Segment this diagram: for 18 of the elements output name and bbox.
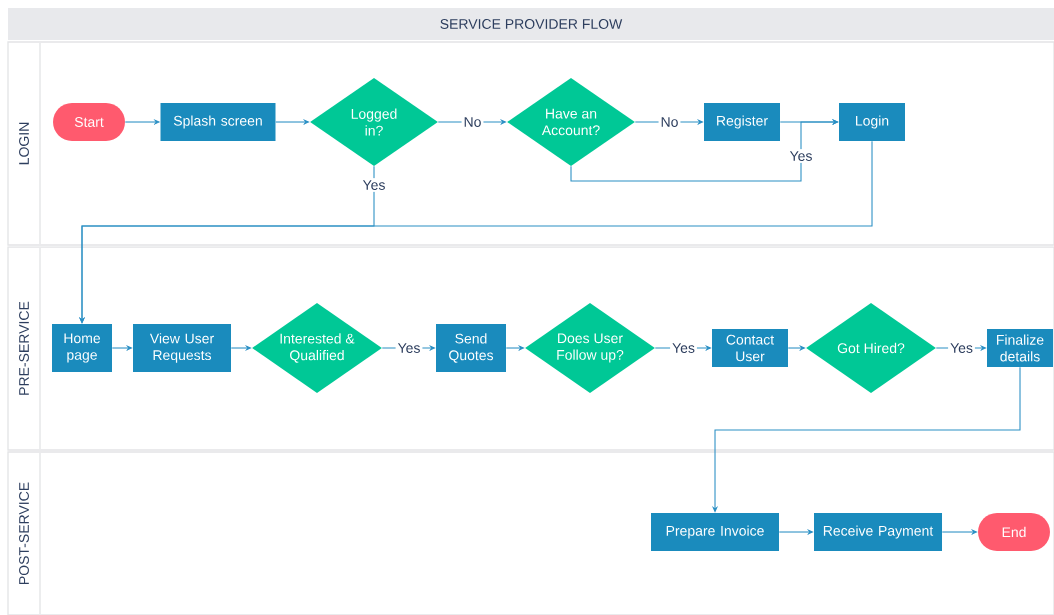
edge-label: Yes — [787, 149, 815, 163]
edge-label: Yes — [670, 341, 697, 355]
edge-label: Yes — [948, 341, 975, 355]
process-box: Finalize details — [987, 329, 1053, 367]
edge-label: No — [461, 115, 484, 129]
process-box: Send Quotes — [436, 324, 506, 372]
process-box: Receive Payment — [814, 513, 942, 551]
process-box: Contact User — [712, 329, 788, 367]
process-box: Prepare Invoice — [651, 513, 779, 551]
edge-label: Yes — [360, 178, 388, 192]
process-box: Login — [839, 103, 905, 141]
process-box: Home page — [52, 324, 112, 372]
edge-label: No — [658, 115, 681, 129]
title-bar: SERVICE PROVIDER FLOW — [8, 8, 1054, 40]
process-box: Splash screen — [160, 103, 276, 141]
edge-label: Yes — [395, 341, 423, 355]
process-box: Register — [704, 103, 780, 141]
process-box: View User Requests — [133, 324, 231, 372]
